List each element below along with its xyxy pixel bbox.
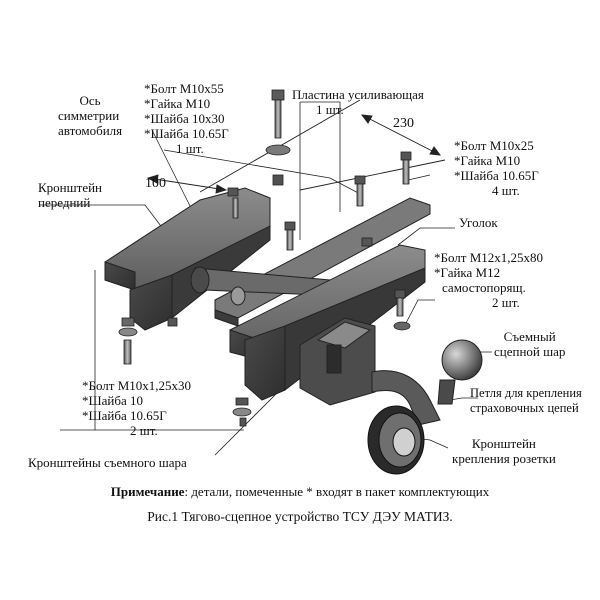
cross-tube	[190, 266, 341, 306]
label-bolts-bottom: *Болт М10х1,25х30 *Шайба 10 *Шайба 10.65…	[82, 378, 192, 438]
label-bolts-right: *Болт М10х25 *Гайка М10 *Шайба 10.65Г 4 …	[454, 138, 539, 198]
note-line: Примечание: детали, помеченные * входят …	[0, 484, 600, 500]
dimension-100: 100	[145, 176, 166, 191]
figure-caption: Рис.1 Тягово-сцепное устройство ТСУ ДЭУ …	[147, 509, 453, 524]
label-loop: Петля для крепления страховочных цепей	[470, 386, 582, 415]
note-bold: Примечание	[110, 484, 185, 499]
label-socket-bracket: Кронштейн крепления розетки	[452, 436, 556, 466]
dimension-230: 230	[393, 116, 414, 131]
socket-bracket	[367, 405, 425, 475]
label-bolts-left: *Болт М10х55 *Гайка М10 *Шайба 10х30 *Ша…	[144, 81, 229, 156]
label-front-bracket: Кронштейн передний	[38, 180, 103, 210]
label-plate: Пластина усиливающая 1 шт.	[292, 87, 424, 117]
label-bolts-m12: *Болт М12х1,25х80 *Гайка М12 самостопоря…	[434, 250, 544, 310]
ball-arm	[371, 339, 483, 426]
label-axis: Ось симметрии автомобиля	[58, 93, 123, 138]
label-ball: Съемный сцепной шар	[494, 329, 566, 359]
bolts	[118, 89, 412, 427]
hitch-mount	[299, 317, 376, 406]
label-ugolok: Уголок	[459, 215, 498, 230]
note-text: : детали, помеченные * входят в пакет ко…	[184, 484, 490, 499]
label-ball-brackets: Кронштейны съемного шара	[28, 455, 187, 470]
